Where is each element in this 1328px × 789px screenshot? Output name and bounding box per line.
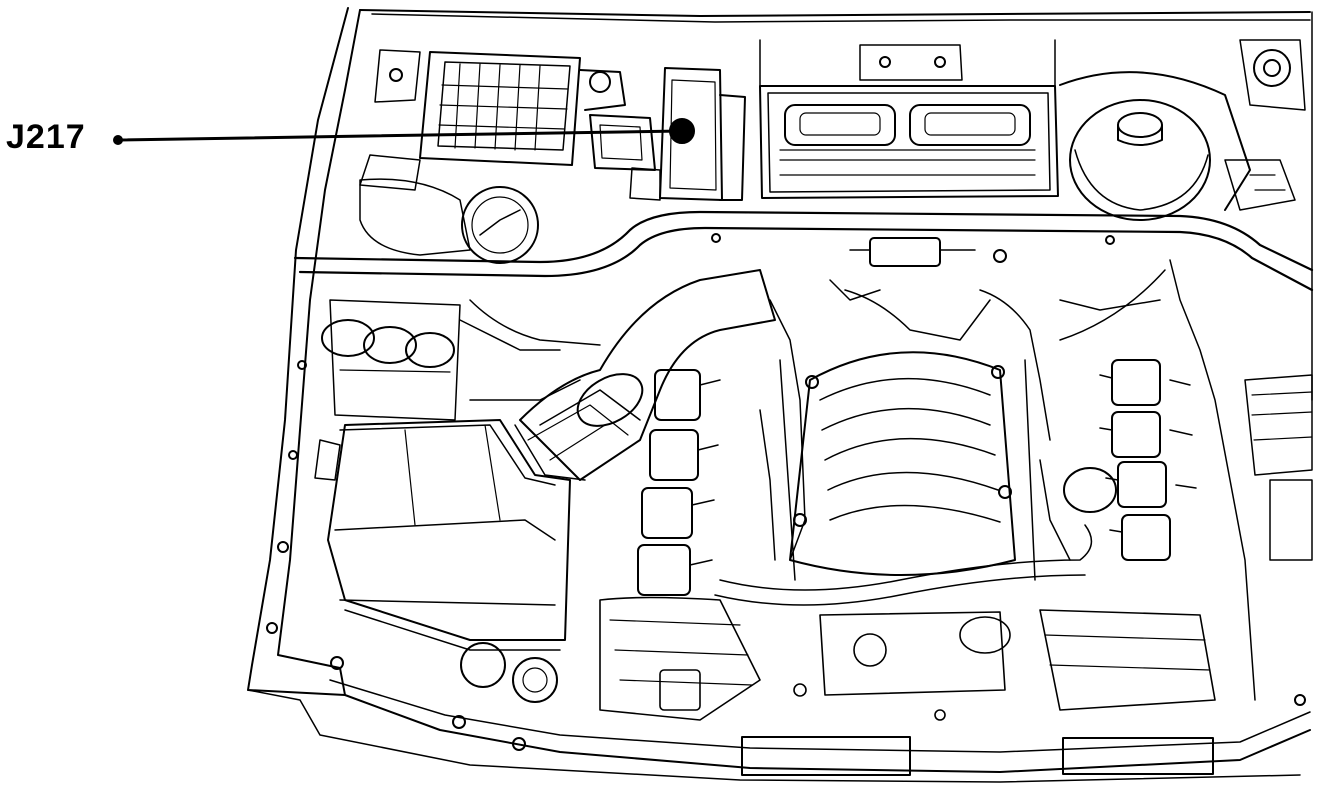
component-marker-j217 [669, 118, 695, 144]
callout-label-j217: J217 [6, 118, 86, 156]
air-filter-box [327, 419, 571, 703]
intake-manifold [779, 351, 1036, 581]
callout-j217 [113, 118, 695, 145]
strut-brace [293, 210, 1314, 292]
right-side-components [1063, 374, 1313, 561]
coil-pack-right [1099, 359, 1197, 561]
callout-leader-line [116, 129, 684, 142]
control-module-area [359, 49, 746, 201]
hoses-wiring [459, 259, 1256, 701]
intake-duct [514, 269, 776, 481]
body-outline [247, 7, 1313, 783]
lower-engine [599, 596, 1216, 721]
left-mid-components [314, 178, 539, 481]
reservoir-area [1059, 39, 1306, 221]
callout-origin-dot [113, 135, 123, 145]
coil-pack-left [637, 369, 721, 596]
plenum-cover [759, 39, 1059, 199]
